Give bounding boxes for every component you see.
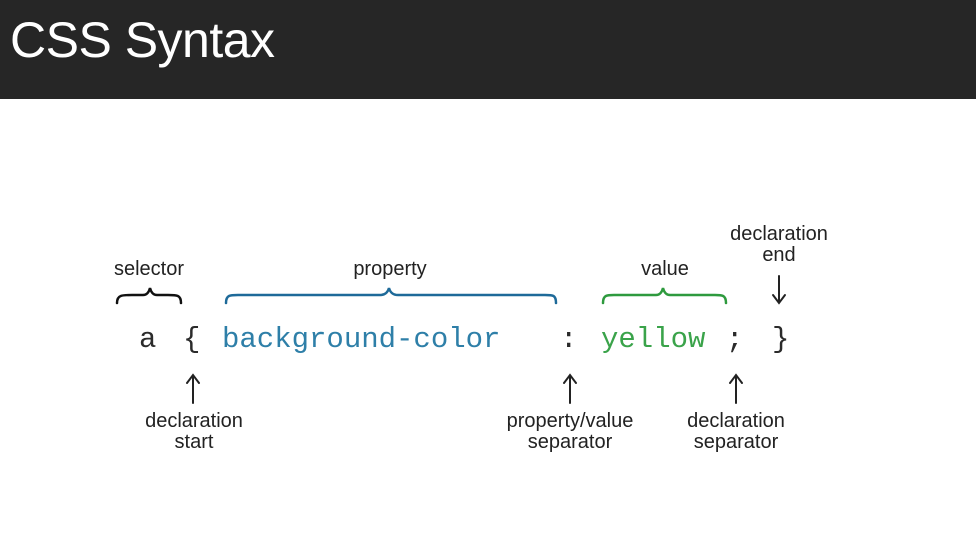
separator-arrow: [563, 373, 577, 404]
slide-title: CSS Syntax: [10, 12, 275, 68]
declaration-separator-label: declaration separator: [666, 411, 806, 453]
code-colon: :: [560, 323, 578, 356]
value-brace: [601, 287, 728, 305]
property-label: property: [353, 258, 427, 280]
separator-line2: separator: [527, 431, 613, 453]
selector-brace: [115, 287, 183, 305]
declaration-start-arrow: [186, 373, 200, 404]
code-value: yellow: [601, 323, 706, 356]
title-bar: CSS Syntax: [0, 0, 976, 99]
value-label: value: [641, 258, 689, 280]
declaration-start-line2: start: [174, 431, 214, 453]
selector-label: selector: [113, 258, 185, 280]
declaration-end-line2: end: [762, 244, 796, 266]
code-selector: a: [139, 323, 157, 356]
separator-line1: property/value: [506, 410, 634, 432]
annotation-graphics: [115, 275, 786, 404]
code-semicolon: ;: [726, 323, 744, 356]
decl-separator-line2: separator: [693, 431, 779, 453]
declaration-separator-arrow: [729, 373, 743, 404]
code-open-brace: {: [183, 323, 201, 356]
declaration-end-line1: declaration: [730, 223, 828, 245]
declaration-start-line1: declaration: [145, 410, 243, 432]
css-syntax-diagram: selector property value declaration end …: [0, 99, 976, 536]
property-brace: [224, 287, 558, 305]
declaration-end-label: declaration end: [714, 224, 844, 266]
declaration-end-arrow: [772, 275, 786, 305]
declaration-start-label: declaration start: [124, 411, 264, 453]
property-value-separator-label: property/value separator: [485, 411, 655, 453]
decl-separator-line1: declaration: [687, 410, 785, 432]
code-property: background-color: [222, 323, 501, 356]
code-close-brace: }: [772, 323, 790, 356]
